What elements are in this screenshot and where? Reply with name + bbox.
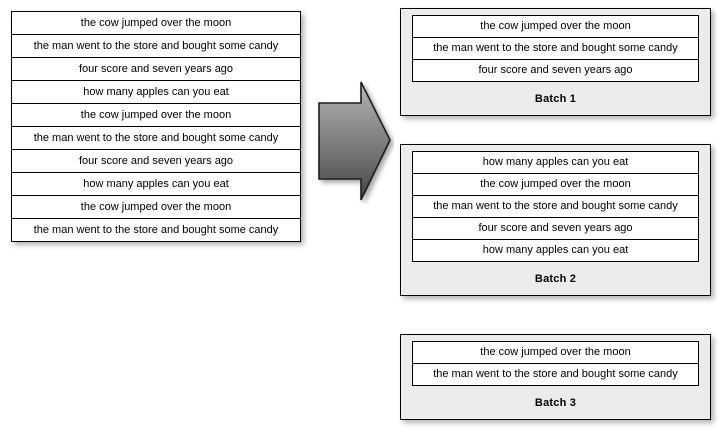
input-record-row: the cow jumped over the moon [12, 104, 300, 127]
batch-record-row: the cow jumped over the moon [413, 174, 698, 196]
input-record-row: the cow jumped over the moon [12, 12, 300, 35]
input-record-row: the man went to the store and bought som… [12, 35, 300, 58]
batch-record-row: the man went to the store and bought som… [413, 38, 698, 60]
batch-record-row: four score and seven years ago [413, 60, 698, 81]
input-record-row: four score and seven years ago [12, 150, 300, 173]
batch-record-row: how many apples can you eat [413, 240, 698, 261]
batch-label: Batch 1 [534, 93, 577, 105]
input-record-row: the cow jumped over the moon [12, 196, 300, 219]
input-record-row: four score and seven years ago [12, 58, 300, 81]
batch-record-row: the cow jumped over the moon [413, 16, 698, 38]
input-record-row: the man went to the store and bought som… [12, 127, 300, 150]
batch-record-row: the man went to the store and bought som… [413, 196, 698, 218]
input-record-row: how many apples can you eat [12, 81, 300, 104]
right-block-arrow-icon [316, 80, 394, 204]
batch-record-row: the cow jumped over the moon [413, 342, 698, 364]
input-record-row: the man went to the store and bought som… [12, 219, 300, 241]
batch-record-row: the man went to the store and bought som… [413, 364, 698, 385]
batch-label: Batch 2 [534, 273, 577, 285]
batch-label: Batch 3 [534, 397, 577, 409]
batch-record-row: four score and seven years ago [413, 218, 698, 240]
input-record-row: how many apples can you eat [12, 173, 300, 196]
batch-record-row: how many apples can you eat [413, 152, 698, 174]
